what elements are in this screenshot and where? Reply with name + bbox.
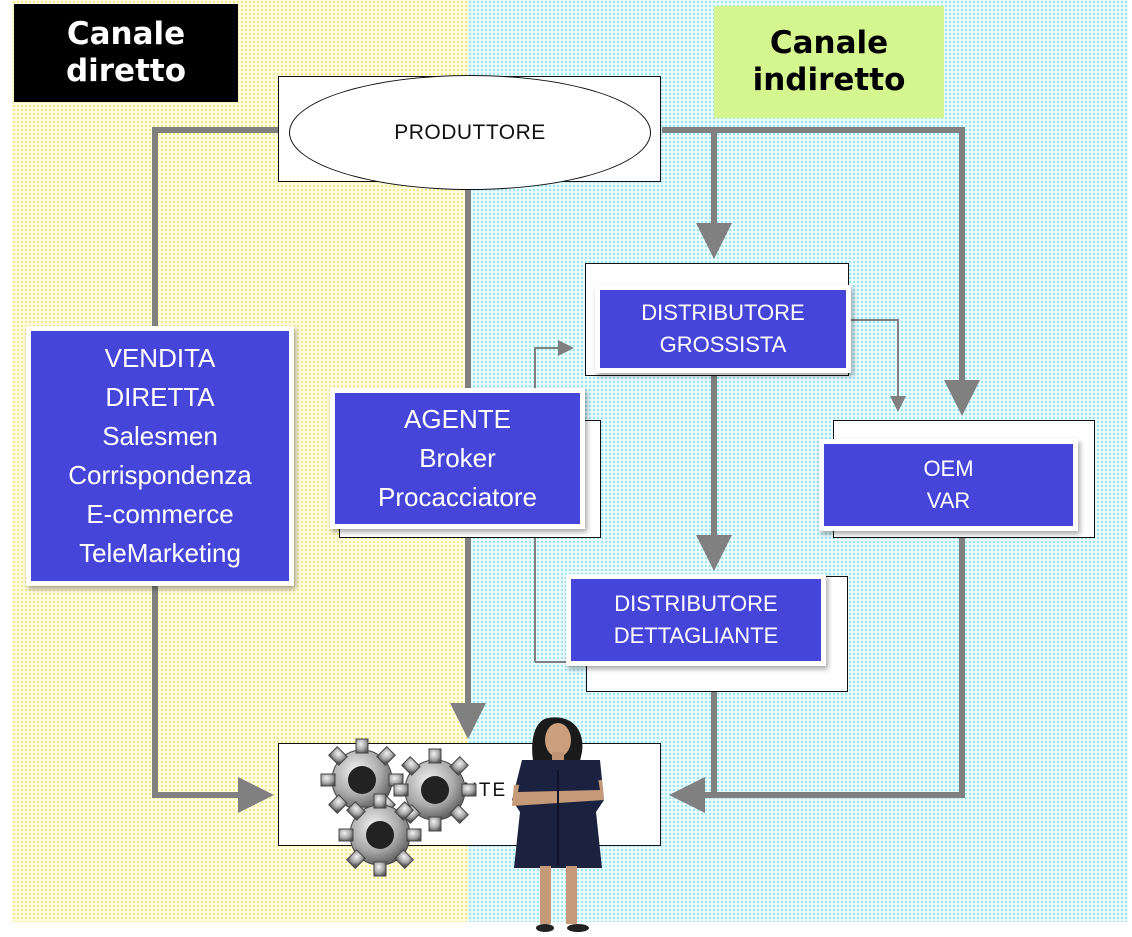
oem-node: OEM VAR bbox=[819, 439, 1078, 531]
arrow-oem-customer bbox=[669, 538, 965, 813]
direct-sale-node: VENDITA DIRETTA Salesmen Corrispondenza … bbox=[26, 326, 294, 586]
arrow-agent-wholesaler bbox=[534, 340, 574, 662]
wholesaler-node: DISTRIBUTORE GROSSISTA bbox=[595, 285, 851, 373]
indirect-channel-label: Canale indiretto bbox=[714, 6, 944, 118]
arrow-wholesaler-oem bbox=[850, 319, 906, 412]
direct-channel-line-2: diretto bbox=[65, 53, 187, 89]
agent-line-2: Broker bbox=[419, 443, 496, 473]
retailer-node: DISTRIBUTORE DETTAGLIANTE bbox=[566, 574, 826, 666]
wholesaler-line-2: GROSSISTA bbox=[659, 332, 787, 357]
direct-sale-line-5: E-commerce bbox=[86, 499, 234, 529]
retailer-line-1: DISTRIBUTORE bbox=[614, 591, 778, 616]
indirect-channel-line-2: indiretto bbox=[752, 62, 906, 98]
agent-node: AGENTE Broker Procacciatore bbox=[330, 388, 585, 529]
wholesaler-line-1: DISTRIBUTORE bbox=[641, 300, 805, 325]
oem-line-1: OEM bbox=[923, 456, 974, 481]
arrow-producer-direct-sale bbox=[152, 127, 278, 330]
agent-line-1: AGENTE bbox=[404, 404, 511, 434]
direct-sale-line-6: TeleMarketing bbox=[79, 538, 241, 568]
retailer-line-2: DETTAGLIANTE bbox=[613, 623, 779, 648]
gear-icon bbox=[338, 793, 422, 877]
direct-sale-line-1: VENDITA bbox=[104, 343, 216, 373]
direct-sale-line-3: Salesmen bbox=[102, 421, 218, 451]
producer-label: PRODUTTORE bbox=[394, 120, 546, 144]
arrow-producer-oem bbox=[662, 127, 980, 416]
oem-line-2: VAR bbox=[926, 488, 971, 513]
gear-icon bbox=[393, 748, 477, 832]
direct-channel-line-1: Canale bbox=[66, 16, 186, 52]
direct-sale-line-2: DIRETTA bbox=[105, 382, 215, 412]
direct-channel-label: Canale diretto bbox=[14, 4, 238, 102]
producer-node: PRODUTTORE bbox=[289, 75, 651, 190]
indirect-channel-line-1: Canale bbox=[769, 25, 889, 61]
agent-line-3: Procacciatore bbox=[378, 482, 537, 512]
direct-sale-line-4: Corrispondenza bbox=[68, 460, 252, 490]
arrow-direct-sale-customer bbox=[152, 585, 274, 813]
